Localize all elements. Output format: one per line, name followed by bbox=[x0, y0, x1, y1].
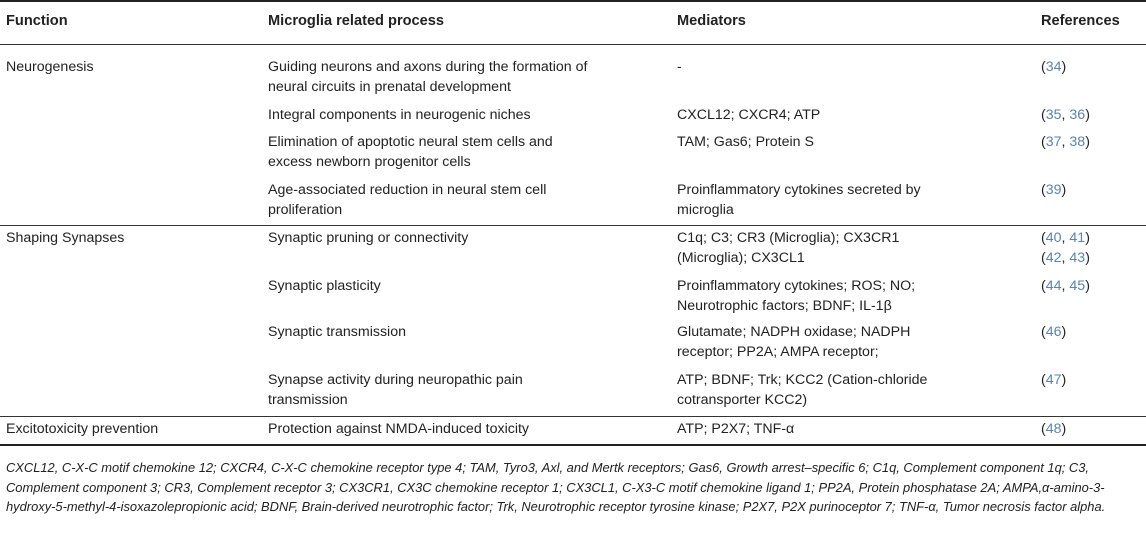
mediators-cell: TAM; Gas6; Protein S bbox=[677, 134, 814, 150]
reference-link[interactable]: 43 bbox=[1069, 250, 1086, 266]
reference-link[interactable]: 35 bbox=[1045, 107, 1062, 123]
reference-punct: ) bbox=[1085, 230, 1090, 246]
mediators-cell: ATP; BDNF; Trk; KCC2 (Cation-chloride co… bbox=[677, 372, 928, 408]
mediators-cell: CXCL12; CXCR4; ATP bbox=[677, 107, 821, 123]
header-references: References bbox=[1041, 13, 1120, 29]
reference-punct: ) bbox=[1061, 421, 1067, 437]
references-cell: (37, 38) bbox=[1041, 132, 1141, 152]
mediators-cell: Glutamate; NADPH oxidase; NADPH receptor… bbox=[677, 324, 911, 360]
reference-punct: ) bbox=[1061, 182, 1067, 198]
reference-link[interactable]: 37 bbox=[1045, 134, 1062, 150]
table-footnote: CXCL12, C-X-C motif chemokine 12; CXCR4,… bbox=[6, 460, 1106, 514]
reference-punct: , bbox=[1061, 278, 1070, 294]
reference-link[interactable]: 44 bbox=[1045, 278, 1062, 294]
process-cell: Integral components in neurogenic niches bbox=[268, 107, 531, 123]
top-rule bbox=[0, 0, 1146, 2]
process-cell: Protection against NMDA-induced toxicity bbox=[268, 421, 530, 437]
references-cell: (40, 41) (42, 43) bbox=[1041, 228, 1141, 268]
references-cell: (47) bbox=[1041, 370, 1141, 390]
reference-link[interactable]: 47 bbox=[1045, 372, 1062, 388]
reference-punct: ) bbox=[1085, 107, 1090, 123]
reference-punct: ) bbox=[1061, 372, 1067, 388]
group-divider-2 bbox=[0, 416, 1146, 417]
reference-punct: ( bbox=[1041, 250, 1046, 266]
reference-punct: ( bbox=[1041, 278, 1046, 294]
mediators-cell: C1q; C3; CR3 (Microglia); CX3CR1 (Microg… bbox=[677, 230, 900, 266]
reference-link[interactable]: 48 bbox=[1045, 421, 1062, 437]
header-function: Function bbox=[6, 13, 68, 29]
function-cell: Excitotoxicity prevention bbox=[6, 421, 159, 437]
process-cell: Age-associated reduction in neural stem … bbox=[268, 182, 547, 218]
reference-punct: ) bbox=[1085, 278, 1090, 294]
reference-punct: ( bbox=[1041, 421, 1046, 437]
mediators-cell: Proinflammatory cytokines secreted by mi… bbox=[677, 182, 921, 218]
process-cell: Synaptic transmission bbox=[268, 324, 406, 340]
reference-link[interactable]: 45 bbox=[1069, 278, 1086, 294]
process-cell: Synaptic pruning or connectivity bbox=[268, 230, 469, 246]
process-cell: Elimination of apoptotic neural stem cel… bbox=[268, 134, 553, 170]
reference-link[interactable]: 41 bbox=[1069, 230, 1086, 246]
bottom-rule bbox=[0, 444, 1146, 446]
reference-punct: , bbox=[1061, 230, 1070, 246]
references-cell: (39) bbox=[1041, 180, 1141, 200]
reference-punct: ( bbox=[1041, 372, 1046, 388]
references-cell: (44, 45) bbox=[1041, 276, 1141, 296]
reference-link[interactable]: 36 bbox=[1069, 107, 1086, 123]
reference-punct: ( bbox=[1041, 107, 1046, 123]
reference-link[interactable]: 39 bbox=[1045, 182, 1062, 198]
reference-punct: ) bbox=[1085, 250, 1090, 266]
reference-link[interactable]: 46 bbox=[1045, 324, 1062, 340]
references-cell: (34) bbox=[1041, 57, 1141, 77]
reference-punct: ) bbox=[1085, 134, 1090, 150]
reference-punct: ) bbox=[1061, 59, 1067, 75]
reference-punct: ( bbox=[1041, 182, 1046, 198]
reference-link[interactable]: 40 bbox=[1045, 230, 1062, 246]
process-cell: Guiding neurons and axons during the for… bbox=[268, 59, 588, 95]
function-cell: Shaping Synapses bbox=[6, 230, 125, 246]
group-divider-1 bbox=[0, 225, 1146, 226]
reference-link[interactable]: 38 bbox=[1069, 134, 1086, 150]
references-cell: (46) bbox=[1041, 322, 1141, 342]
mediators-cell: Proinflammatory cytokines; ROS; NO; Neur… bbox=[677, 278, 916, 314]
mediators-cell: - bbox=[677, 59, 682, 75]
reference-punct: , bbox=[1061, 107, 1070, 123]
reference-punct: ( bbox=[1041, 59, 1046, 75]
header-mediators: Mediators bbox=[677, 13, 746, 29]
function-cell: Neurogenesis bbox=[6, 59, 94, 75]
reference-punct: ) bbox=[1061, 324, 1067, 340]
process-cell: Synapse activity during neuropathic pain… bbox=[268, 372, 523, 408]
reference-punct: ( bbox=[1041, 134, 1046, 150]
reference-punct: ( bbox=[1041, 230, 1046, 246]
mediators-cell: ATP; P2X7; TNF-α bbox=[677, 421, 795, 437]
process-cell: Synaptic plasticity bbox=[268, 278, 381, 294]
reference-link[interactable]: 42 bbox=[1045, 250, 1062, 266]
reference-punct: , bbox=[1061, 134, 1070, 150]
references-cell: (35, 36) bbox=[1041, 105, 1141, 125]
header-process: Microglia related process bbox=[268, 13, 445, 29]
reference-link[interactable]: 34 bbox=[1045, 59, 1062, 75]
header-rule bbox=[0, 44, 1146, 45]
reference-punct: ( bbox=[1041, 324, 1046, 340]
reference-punct: , bbox=[1061, 250, 1070, 266]
references-cell: (48) bbox=[1041, 419, 1141, 439]
